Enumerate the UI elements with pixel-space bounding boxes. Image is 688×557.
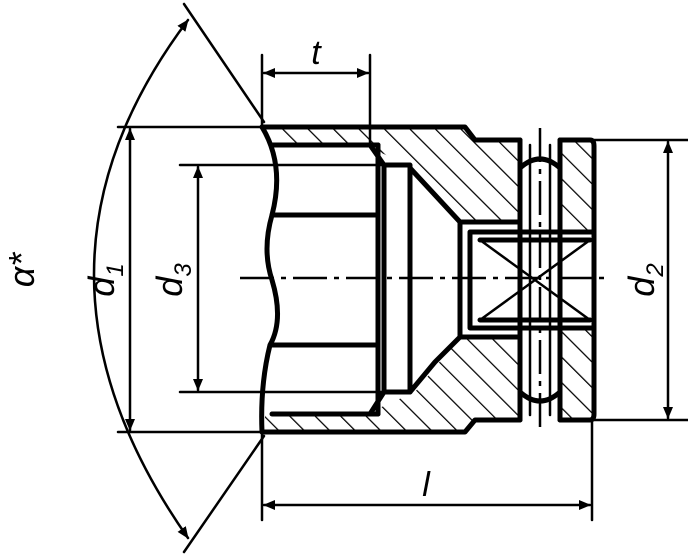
upper-wall-hatch xyxy=(265,127,520,222)
svg-text:d2: d2 xyxy=(621,263,669,296)
label-t: t xyxy=(311,34,322,72)
lower-flange-hatch xyxy=(560,328,592,420)
svg-text:d1: d1 xyxy=(81,263,129,296)
hex-face-left xyxy=(259,124,281,435)
square-cross-b xyxy=(478,238,592,322)
hex-bore-end xyxy=(367,142,413,417)
label-d2-sub: 2 xyxy=(642,263,669,277)
svg-text:d3: d3 xyxy=(149,263,197,297)
socket-outline xyxy=(259,124,597,435)
lower-wall-hatch xyxy=(265,337,520,432)
cone-transition xyxy=(407,165,523,395)
label-d1: d xyxy=(81,276,122,297)
dim-d2: d2 xyxy=(592,138,688,422)
label-d1-sub: 1 xyxy=(102,263,129,276)
section-hatching xyxy=(265,127,592,432)
center-lines xyxy=(240,128,608,432)
label-l: l xyxy=(422,466,431,504)
upper-flange-hatch xyxy=(560,140,592,232)
dim-alpha: α* xyxy=(1,2,266,554)
label-d2: d xyxy=(621,276,662,297)
dim-d1: d1 xyxy=(81,125,264,434)
label-d3: d xyxy=(149,276,190,297)
dim-t: t xyxy=(260,34,372,147)
arc-alpha xyxy=(92,18,190,540)
dim-l: l xyxy=(260,418,594,522)
ext-line-alpha-bottom xyxy=(182,434,266,554)
label-d3-sub: 3 xyxy=(170,263,197,277)
ext-line-alpha-top xyxy=(182,2,266,124)
label-alpha: α* xyxy=(1,252,42,288)
